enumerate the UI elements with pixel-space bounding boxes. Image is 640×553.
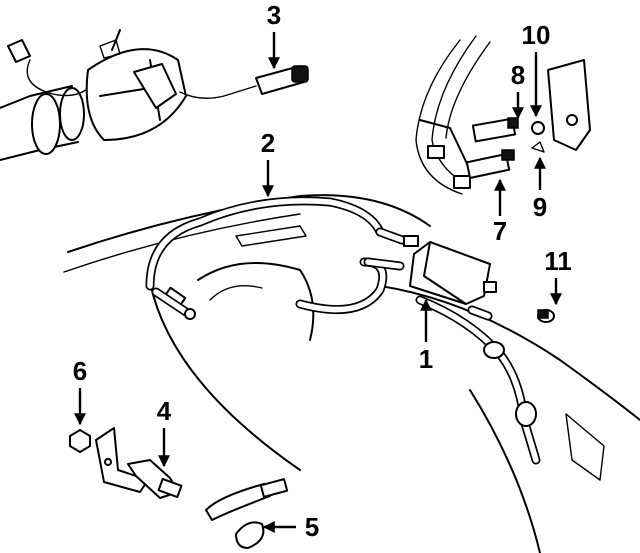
callout-11: 11 bbox=[544, 246, 572, 306]
svg-text:2: 2 bbox=[261, 128, 275, 158]
callout-10: 10 bbox=[522, 20, 551, 118]
callout-6: 6 bbox=[73, 356, 87, 426]
svg-text:3: 3 bbox=[267, 0, 281, 30]
svg-text:4: 4 bbox=[157, 396, 172, 426]
svg-text:10: 10 bbox=[522, 20, 551, 50]
svg-text:8: 8 bbox=[511, 60, 525, 90]
callout-4: 4 bbox=[157, 396, 172, 468]
callout-2: 2 bbox=[261, 128, 275, 198]
svg-text:9: 9 bbox=[533, 192, 547, 222]
svg-text:1: 1 bbox=[419, 344, 433, 374]
screw-part bbox=[537, 309, 555, 323]
cruise-cable bbox=[145, 196, 407, 320]
steering-column-assembly bbox=[0, 29, 309, 161]
callout-9: 9 bbox=[533, 156, 547, 222]
callout-7: 7 bbox=[493, 178, 507, 246]
callout-3: 3 bbox=[267, 0, 281, 70]
callout-8: 8 bbox=[511, 60, 525, 120]
servo-module bbox=[295, 235, 541, 465]
svg-text:6: 6 bbox=[73, 356, 87, 386]
svg-text:11: 11 bbox=[544, 246, 572, 276]
svg-text:7: 7 bbox=[493, 216, 507, 246]
svg-text:5: 5 bbox=[305, 512, 319, 542]
cable-clip bbox=[205, 478, 289, 549]
switch-harness-area bbox=[415, 35, 591, 195]
brake-switch-bracket bbox=[69, 427, 183, 499]
callout-5: 5 bbox=[262, 512, 319, 542]
callout-1: 1 bbox=[419, 298, 433, 374]
